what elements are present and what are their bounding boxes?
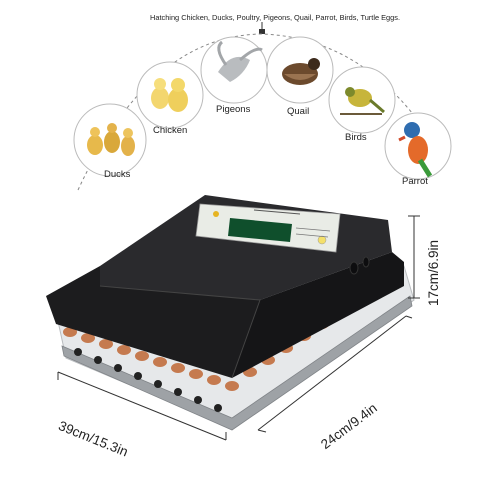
header-text: Hatching Chicken, Ducks, Poultry, Pigeon… bbox=[150, 13, 401, 22]
width-line bbox=[57, 371, 227, 441]
birds-circle bbox=[328, 66, 396, 134]
bird-label-quail: Quail bbox=[287, 106, 310, 117]
bird-label-birds: Birds bbox=[345, 132, 367, 143]
bird-label-chicken: Chicken bbox=[153, 125, 188, 136]
panel-button bbox=[317, 235, 327, 245]
quail-circle bbox=[266, 36, 334, 104]
chicken-circle bbox=[136, 61, 204, 129]
pigeons-circle bbox=[200, 36, 268, 104]
incubator bbox=[46, 195, 415, 431]
parrot-circle bbox=[384, 112, 452, 180]
depth-line bbox=[257, 315, 407, 431]
dimension-lines bbox=[57, 215, 420, 441]
lcd-screen bbox=[228, 218, 292, 242]
roller-discs bbox=[74, 348, 222, 412]
bird-label-ducks: Ducks bbox=[104, 169, 131, 180]
control-panel bbox=[195, 203, 341, 253]
bird-label-parrot: Parrot bbox=[402, 176, 428, 187]
header-connector-marker bbox=[259, 29, 265, 34]
height-dimension-label: 17cm/6.9in bbox=[426, 239, 441, 306]
bird-label-pigeons: Pigeons bbox=[216, 104, 251, 115]
ducks-circle bbox=[73, 103, 147, 177]
brand-logo bbox=[213, 211, 219, 217]
